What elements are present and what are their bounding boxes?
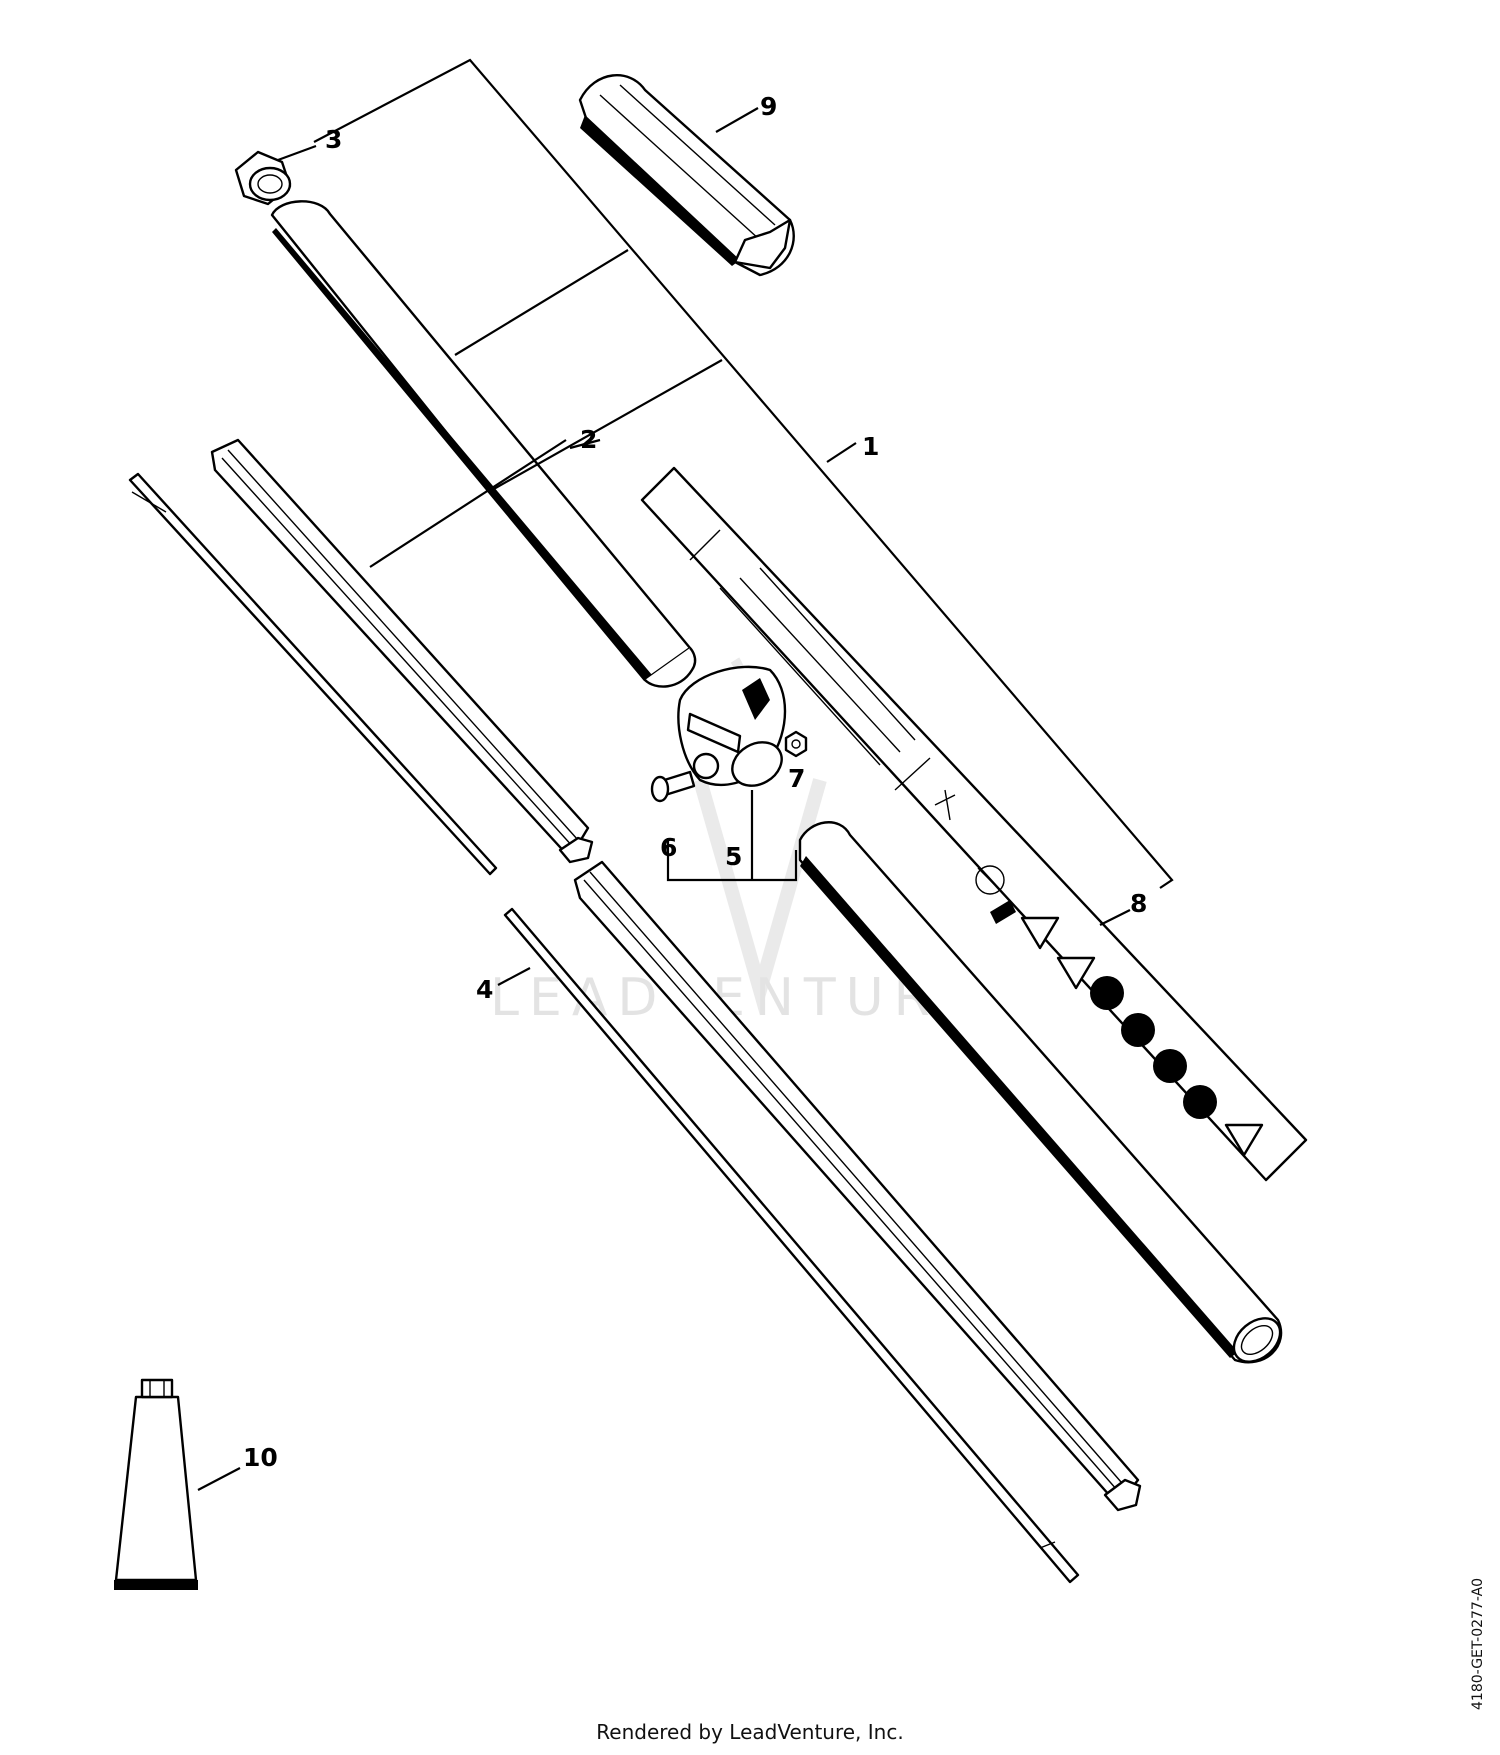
warning-icon: [1020, 916, 1264, 1157]
callout-9: 9: [760, 92, 777, 121]
clamp-part: [677, 665, 787, 787]
callout-7: 7: [788, 764, 805, 793]
handle-grip-part: [578, 74, 795, 277]
callout-10: 10: [243, 1443, 278, 1472]
drive-tube-upper: [270, 200, 697, 688]
callout-8: 8: [1130, 889, 1147, 918]
leader-lines: [197, 58, 1174, 1491]
callouts: 1 2 3 4 5 6 7 8 9 10: [243, 92, 1147, 1472]
liner-upper: [210, 438, 594, 864]
footer-credit: Rendered by LeadVenture, Inc.: [596, 1720, 904, 1744]
callout-3: 3: [325, 125, 342, 154]
end-cap-part: [234, 150, 292, 206]
drive-tube-lower: [798, 821, 1283, 1364]
callout-6: 6: [660, 833, 677, 862]
grease-tube-part: [114, 1378, 198, 1590]
liner-lower: [573, 860, 1142, 1512]
distance-warning-icon: [934, 789, 1016, 924]
drive-shaft-upper: [128, 472, 498, 876]
nut-part: [784, 730, 808, 758]
decal-label-part: [640, 466, 1308, 1182]
ppe-icons: [1090, 976, 1217, 1119]
callout-4: 4: [476, 975, 493, 1004]
callout-1: 1: [862, 432, 879, 461]
screw-part: [650, 770, 696, 803]
callout-5: 5: [725, 842, 742, 871]
drive-shaft-lower: [503, 907, 1080, 1584]
document-id: 4180-GET-0277-A0: [1470, 1577, 1486, 1710]
callout-2: 2: [580, 425, 597, 454]
